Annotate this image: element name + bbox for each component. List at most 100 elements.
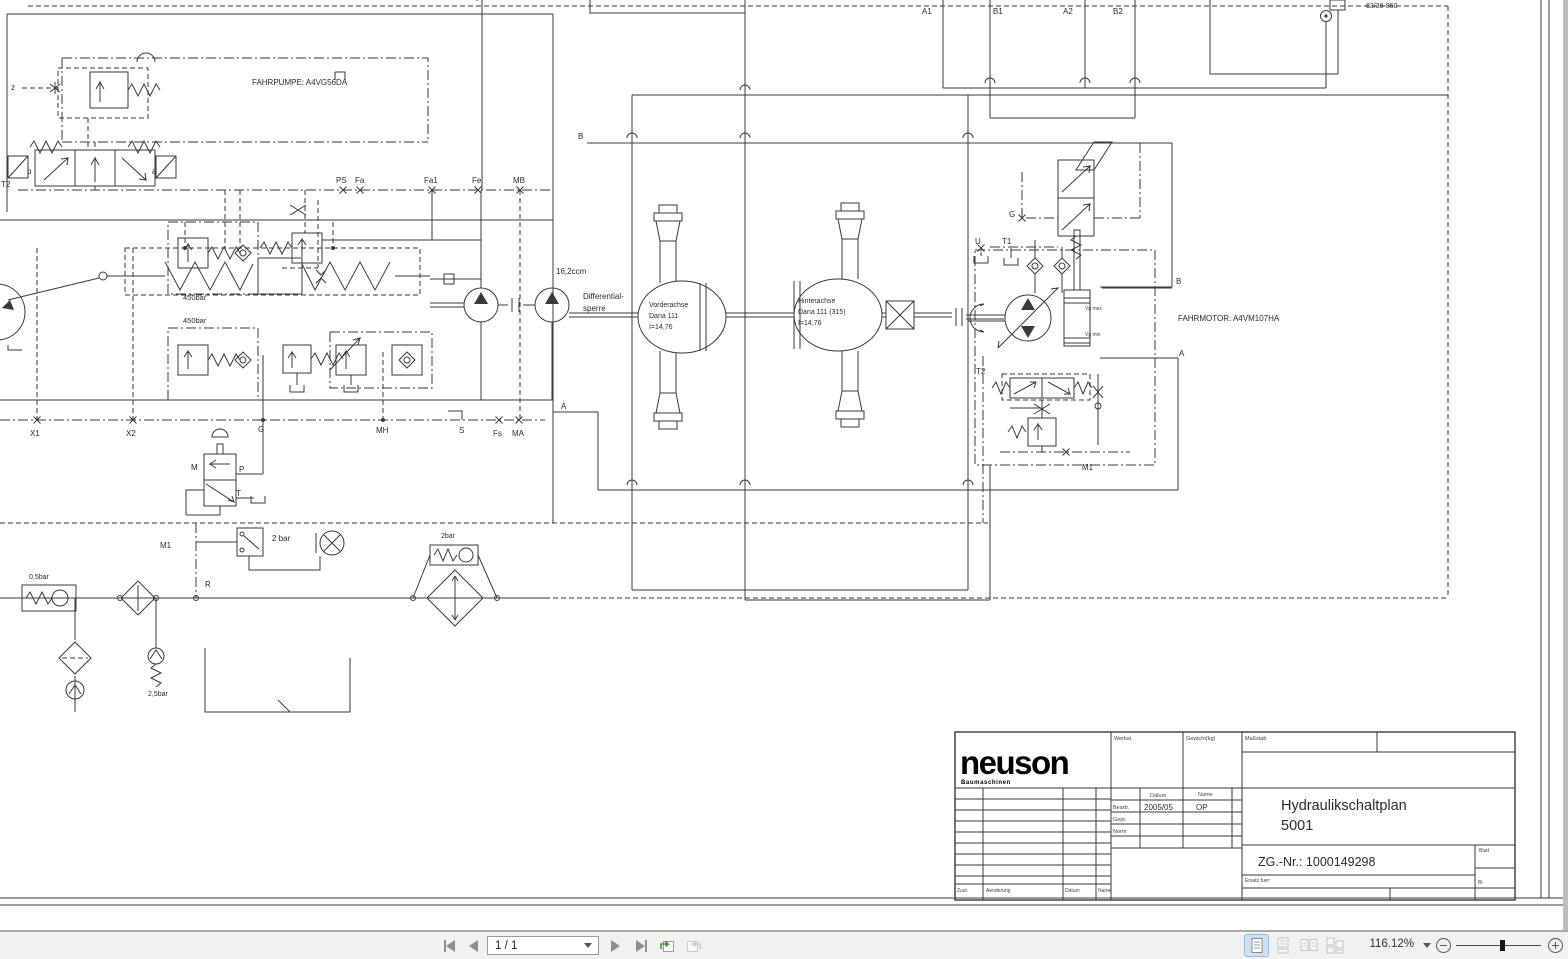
cooler-2bar: 2bar xyxy=(410,533,500,627)
driveline: Differential- sperre Vorderachse Dana 11… xyxy=(569,202,1004,430)
fahrmotor-section: FAHRMOTOR: A4VM107HA G U T1 xyxy=(955,141,1280,523)
name-header: Name xyxy=(1198,792,1213,798)
steering-cylinder xyxy=(1320,0,1346,22)
zust-label: Zust. xyxy=(957,888,968,894)
port-label-b-motor: B xyxy=(1176,277,1181,286)
page-number-box[interactable]: 1 / 1 xyxy=(487,936,599,955)
relief-450bar-lower: 450bar xyxy=(167,316,259,401)
title-block: neuson Baumaschinen Werkst. Gewicht(kg) … xyxy=(954,731,1516,901)
port-label-mh: MH xyxy=(376,426,389,435)
vorderachse-axle: Vorderachse Dana 111 I=14,76 xyxy=(637,204,727,430)
port-label-fa1: Fa1 xyxy=(424,176,438,185)
port-label-a1: A1 xyxy=(922,7,932,16)
port-label-ps: PS xyxy=(336,176,347,185)
solenoid-label-a: a xyxy=(152,167,157,176)
last-page-bar-icon xyxy=(644,939,647,952)
zoom-out-button[interactable] xyxy=(1433,932,1453,959)
relief-450bar-lower-label: 450bar xyxy=(183,316,207,325)
zoom-slider[interactable] xyxy=(1456,945,1541,946)
continuous-scroll-icon xyxy=(1277,937,1288,954)
zoom-dropdown-button[interactable] xyxy=(1420,932,1434,959)
aenderung-label: Aenderung xyxy=(986,888,1011,894)
layout-single-page-button[interactable] xyxy=(1244,934,1269,957)
solenoid-label-b: b xyxy=(27,167,32,176)
single-page-icon xyxy=(1251,938,1262,953)
cylinder-label: 63/36-850 xyxy=(1366,3,1398,10)
norm-label: Norm xyxy=(1113,829,1127,835)
motor-drain-ports: U T1 xyxy=(973,237,1058,266)
port-label-mb: MB xyxy=(513,176,525,185)
hinterachse-label-1: Hinterachse xyxy=(798,298,835,305)
steering-lines: A1 B1 A2 B2 63/36-850 xyxy=(922,0,1398,119)
port-label-m1-feed: M1 xyxy=(160,541,172,550)
previous-page-button[interactable] xyxy=(463,932,483,959)
layout-two-page-scroll-button[interactable] xyxy=(1323,935,1346,956)
viewer-toolbar: 1 / 1 xyxy=(0,930,1568,959)
first-page-bar-icon xyxy=(443,939,446,952)
page-indicator: 1 / 1 xyxy=(495,939,518,952)
massstab-label: Maßstab xyxy=(1245,736,1266,742)
brand-subtitle: Baumaschinen xyxy=(961,780,1011,786)
bearb-name-value: OP xyxy=(1196,803,1208,812)
bearb-label: Bearb. xyxy=(1113,805,1130,811)
two-page-scroll-icon xyxy=(1326,937,1343,954)
travel-motor xyxy=(955,287,1060,349)
bearb-datum-value: 2005/05 xyxy=(1144,803,1173,812)
port-label-b1: B1 xyxy=(993,7,1003,16)
next-view-icon xyxy=(686,940,701,952)
zoom-slider-handle[interactable] xyxy=(1500,940,1505,951)
name-footer-label: Name xyxy=(1098,888,1112,894)
brand-logo: neuson Baumaschinen xyxy=(960,744,1070,786)
port-label-b2: B2 xyxy=(1113,7,1123,16)
layout-two-page-button[interactable] xyxy=(1297,935,1320,956)
next-page-button[interactable] xyxy=(605,932,625,959)
port-label-s: S xyxy=(459,426,464,435)
last-page-arrow-icon xyxy=(635,939,645,952)
zoom-in-button[interactable] xyxy=(1545,932,1565,959)
port-label-t2-left: T2 xyxy=(1,180,11,189)
charge-pressure-valves xyxy=(282,273,481,393)
last-page-button[interactable] xyxy=(629,932,653,959)
pilot-relief-valve: z xyxy=(11,52,346,148)
blatt-label: Blatt xyxy=(1479,848,1490,854)
pressure-label-05bar: 0,5bar xyxy=(29,574,50,581)
port-label-g-motor: G xyxy=(1009,210,1015,219)
first-page-button[interactable] xyxy=(437,932,461,959)
brake-shuttle-valve: M1 T2 xyxy=(976,356,1130,523)
drawing-title-line2: 5001 xyxy=(1281,818,1313,834)
previous-view-button[interactable] xyxy=(656,932,678,959)
port-label-u: U xyxy=(975,237,981,246)
port-label-fa: Fa xyxy=(355,176,365,185)
port-label-a-motor: A xyxy=(1179,349,1185,358)
page-dropdown-caret-icon xyxy=(584,943,592,948)
fahrpumpe-section: FAHRPUMPE: A4VG56DA z xyxy=(0,52,587,516)
port-label-fe: Fe xyxy=(472,176,482,185)
pressure-label-2bar-switch: 2 bar xyxy=(272,534,291,543)
zg-number: ZG.-Nr.: 1000149298 xyxy=(1258,855,1375,869)
next-view-button[interactable] xyxy=(682,932,704,959)
bl-label: Bl. xyxy=(1478,880,1484,886)
document-canvas[interactable]: B A A1 B1 A2 B2 63/36-850 FAHRPUMPE: A4V… xyxy=(0,0,1568,935)
layout-continuous-button[interactable] xyxy=(1271,935,1294,956)
zoom-out-icon xyxy=(1435,938,1451,953)
zoom-dropdown-caret-icon xyxy=(1423,943,1431,948)
two-page-view-icon xyxy=(1300,939,1317,951)
port-label-m: M xyxy=(191,463,198,472)
vorderachse-label-1: Vorderachse xyxy=(649,302,688,309)
port-label-g-pump: G xyxy=(258,425,264,434)
port-label-a-pump: A xyxy=(561,402,567,411)
hinterachse-label-2: Dana 111 (315) xyxy=(798,309,846,316)
diff-lock-label-2: sperre xyxy=(583,304,606,313)
main-pump xyxy=(0,283,26,351)
port-label-a2: A2 xyxy=(1063,7,1073,16)
port-label-x1: X1 xyxy=(30,429,40,438)
zoom-level-value: 116.12% xyxy=(1369,938,1414,950)
previous-view-icon xyxy=(659,940,674,952)
port-label-fs: Fs xyxy=(493,429,502,438)
charge-pumps: 16,2ccm xyxy=(430,190,587,420)
port-label-ma: MA xyxy=(512,429,525,438)
relief-450bar-upper-label: 450bar xyxy=(183,293,207,302)
feed-section: 0,5bar R M1 2 bar xyxy=(0,523,545,713)
datum-footer-label: Datum xyxy=(1065,888,1080,894)
